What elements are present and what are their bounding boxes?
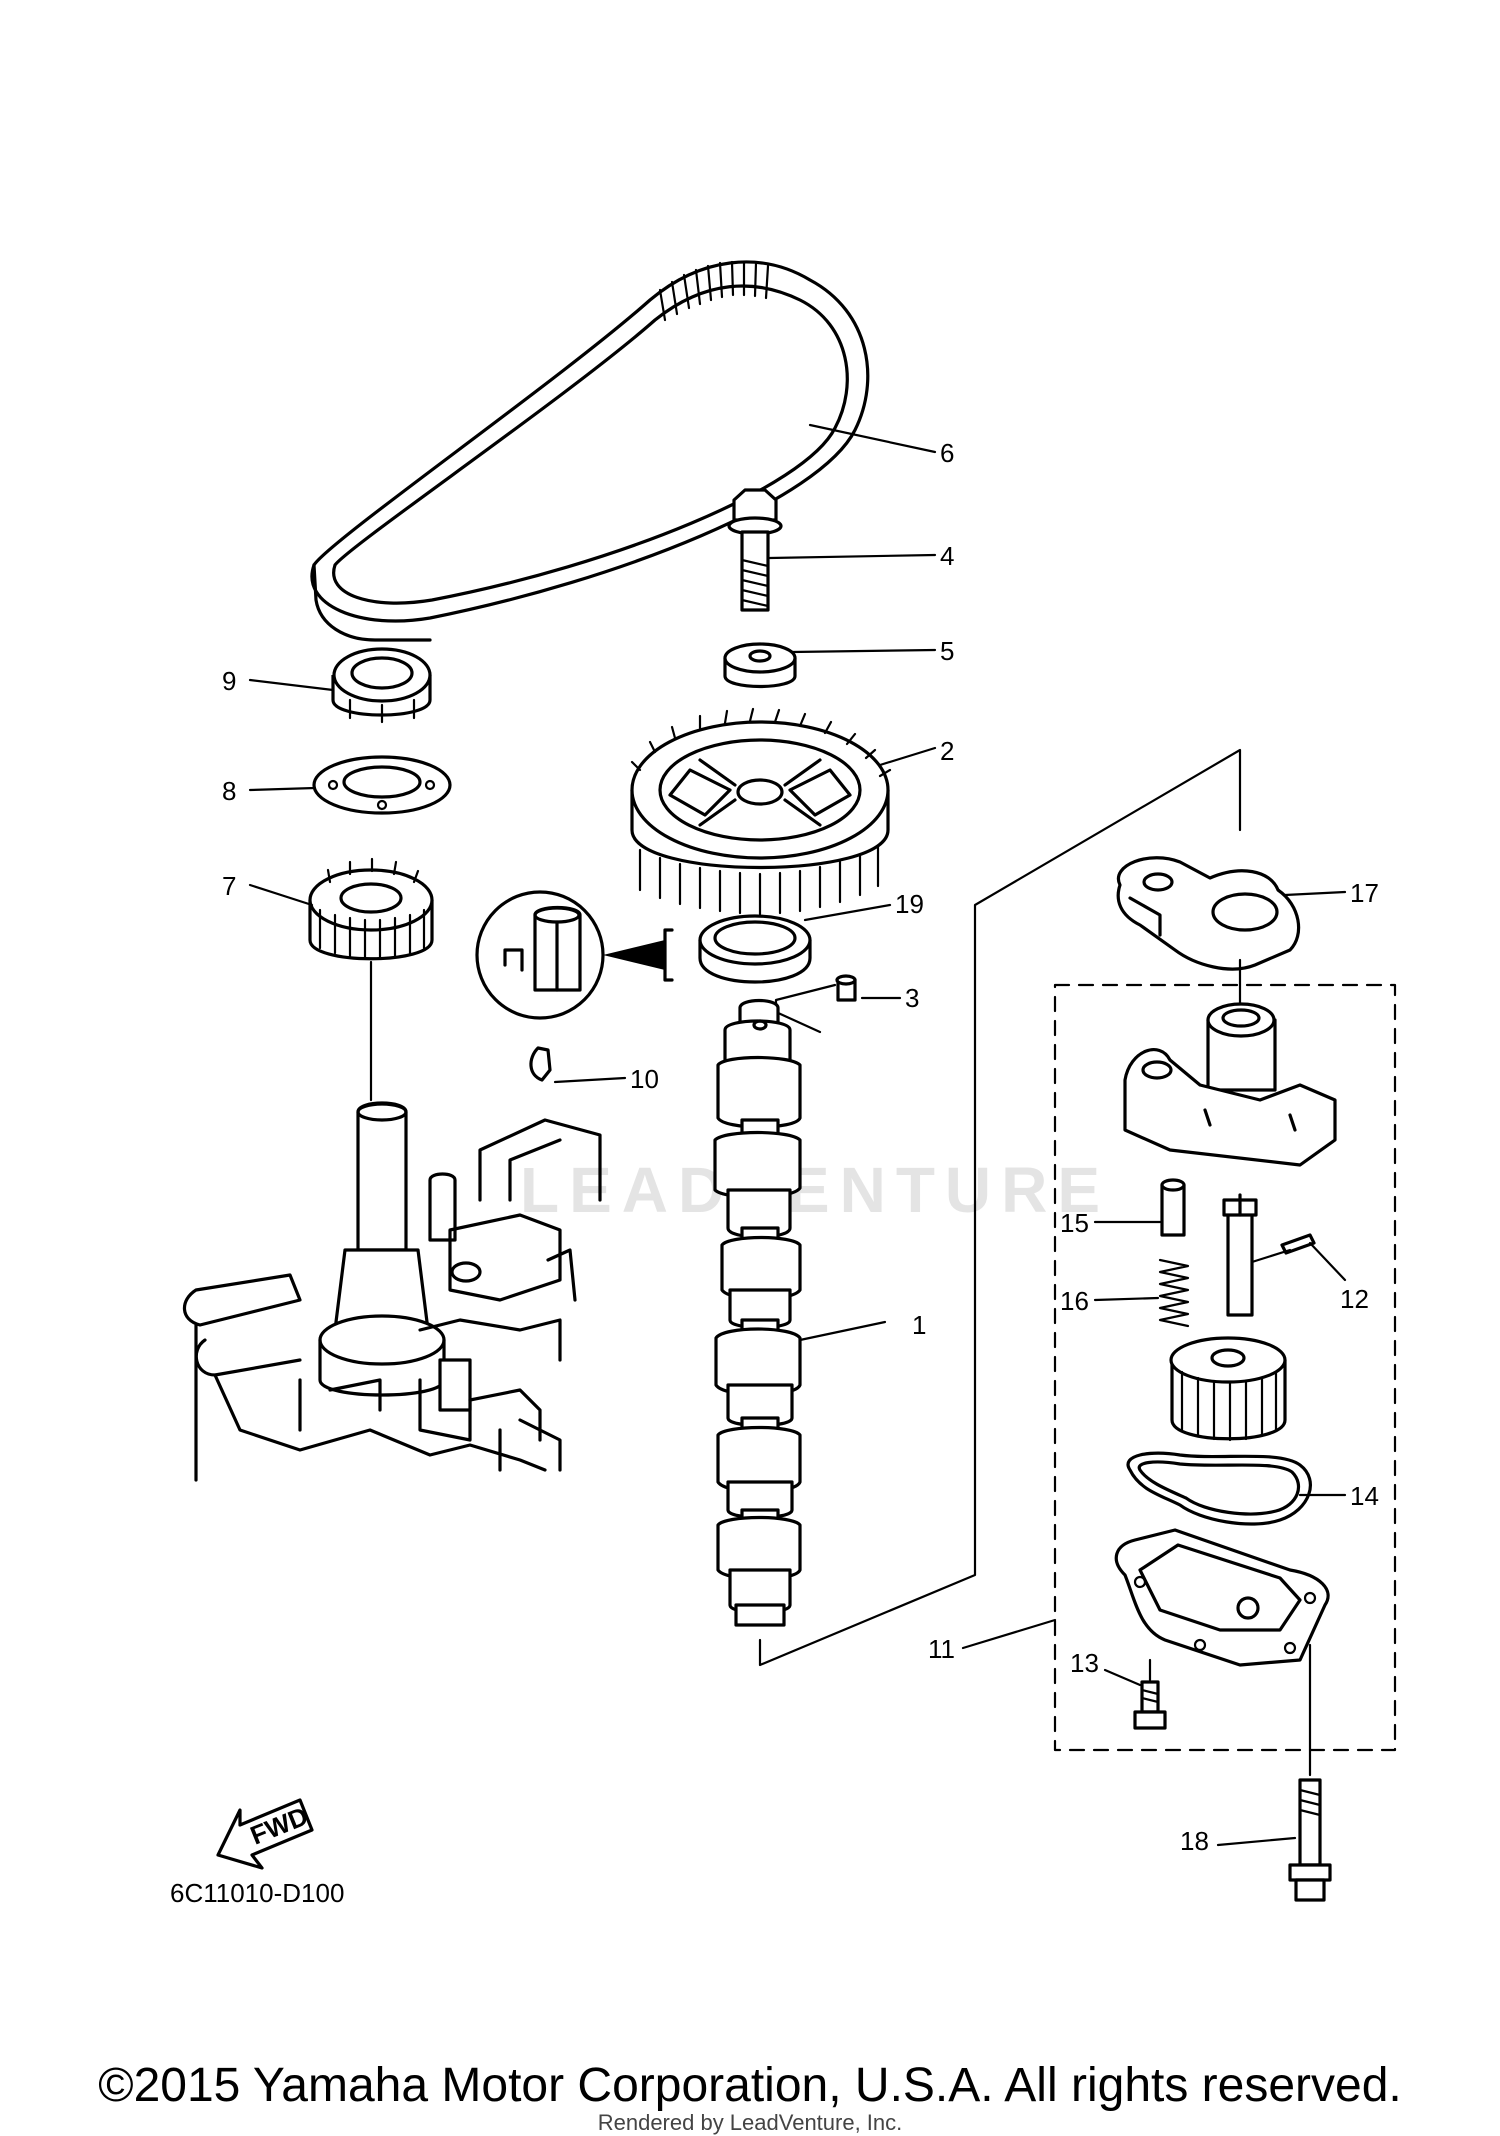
callout-12: 12	[1340, 1284, 1369, 1314]
callout-16: 16	[1060, 1286, 1089, 1316]
copyright-notice: ©2015 Yamaha Motor Corporation, U.S.A. A…	[98, 2059, 1402, 2112]
callout-2: 2	[940, 736, 954, 766]
washer-drawing	[723, 642, 797, 689]
callout-6: 6	[940, 438, 954, 468]
callout-leader-lines	[248, 423, 1347, 1847]
callout-9: 9	[222, 666, 236, 696]
callout-11: 11	[928, 1634, 955, 1664]
diagram-code: 6C11010-D100	[170, 1878, 344, 1908]
crankshaft-pulley-drawing	[308, 857, 434, 1102]
oil-seal-detail-inset	[475, 890, 674, 1020]
camshaft-drawing	[713, 998, 802, 1627]
dowel-pin-drawing	[774, 974, 857, 1034]
watermark: LEADVENTURE	[520, 1154, 1110, 1226]
callout-17: 17	[1350, 878, 1379, 908]
timing-belt-drawing	[310, 260, 870, 642]
callout-18: 18	[1180, 1826, 1209, 1856]
callout-3: 3	[905, 983, 919, 1013]
crankcase-drawing	[182, 1101, 602, 1482]
callout-14: 14	[1350, 1481, 1379, 1511]
callout-19: 19	[895, 889, 924, 919]
plate-drawing	[312, 755, 452, 815]
callout-15: 15	[1060, 1208, 1089, 1238]
callout-10: 10	[630, 1064, 659, 1094]
callout-4: 4	[940, 541, 954, 571]
callout-7: 7	[222, 871, 236, 901]
woodruff-key-drawing	[529, 1046, 552, 1082]
nut-drawing	[331, 647, 432, 724]
flange-bolt-drawing	[727, 488, 783, 612]
oil-pump-group-drawing	[758, 748, 1397, 1902]
callout-numbers: 1 2 3 4 5 6 7 8 9 10 11 12 13 14 15 16 1…	[222, 438, 1379, 1856]
rendered-by-credit: Rendered by LeadVenture, Inc.	[597, 2110, 903, 2135]
camshaft-sprocket-drawing	[630, 707, 892, 916]
callout-8: 8	[222, 776, 236, 806]
callout-5: 5	[940, 636, 954, 666]
callout-1: 1	[912, 1310, 926, 1340]
forward-arrow: FWD	[216, 1798, 314, 1870]
callout-13: 13	[1070, 1648, 1099, 1678]
oil-seal-drawing	[698, 914, 812, 984]
